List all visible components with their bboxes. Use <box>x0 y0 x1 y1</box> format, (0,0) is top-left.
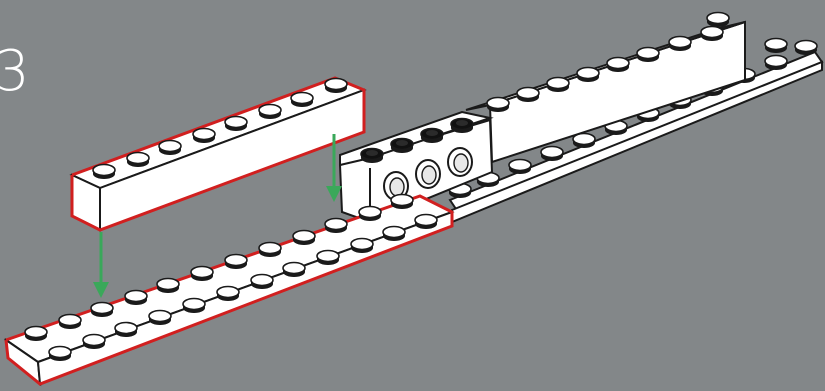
new-brick <box>72 78 364 230</box>
new-plate <box>6 195 452 385</box>
arrow-down-left <box>93 232 109 298</box>
